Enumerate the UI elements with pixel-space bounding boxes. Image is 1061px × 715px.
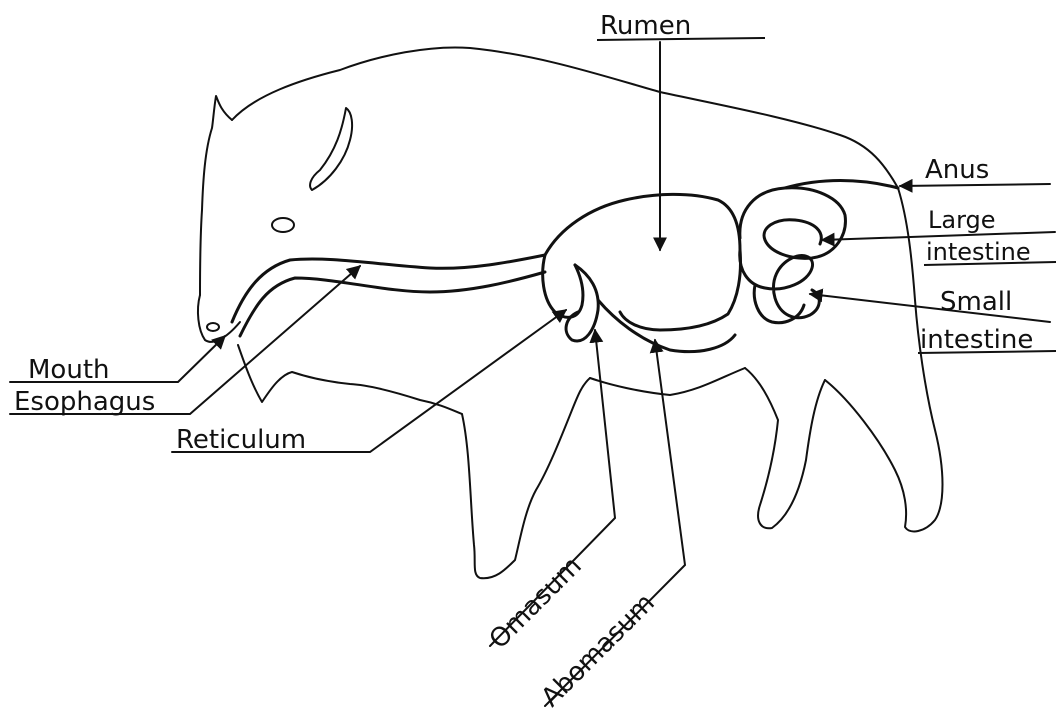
- large-intestine-organ: [740, 188, 846, 259]
- nostril: [207, 323, 219, 331]
- bison-outline: [198, 47, 943, 578]
- horn: [310, 108, 352, 190]
- label-anus: Anus: [925, 155, 989, 185]
- belly: [590, 368, 745, 395]
- label-rumen: Rumen: [600, 11, 691, 41]
- label-reticulum: Reticulum: [176, 425, 306, 455]
- label-abomasum: Abomasum: [536, 588, 661, 713]
- label-small-intestine-line1: Small: [940, 287, 1012, 317]
- eye: [272, 218, 294, 232]
- digestive-tract: [232, 181, 898, 352]
- back-contour: [232, 47, 898, 188]
- label-esophagus: Esophagus: [14, 387, 155, 417]
- hind-leg: [745, 368, 825, 528]
- esophagus-tube-lower: [240, 272, 545, 336]
- reticulum-organ: [543, 255, 583, 317]
- label-omasum: Omasum: [484, 551, 588, 655]
- small-intestine-organ: [740, 250, 820, 318]
- small-intestine-coil: [754, 285, 804, 323]
- small-intestine-pointer: [810, 294, 1050, 322]
- label-small-intestine-line2: intestine: [920, 325, 1033, 355]
- label-large-intestine-line2: intestine: [926, 238, 1031, 266]
- abomasum-organ: [598, 300, 735, 352]
- labels: Rumen Anus Large intestine Small intesti…: [14, 11, 1056, 713]
- label-large-intestine-line1: Large: [928, 206, 996, 234]
- beard: [238, 345, 462, 414]
- head-contour: [200, 96, 232, 295]
- front-leg: [462, 378, 590, 578]
- label-mouth: Mouth: [28, 355, 110, 385]
- rumen-organ: [545, 194, 741, 330]
